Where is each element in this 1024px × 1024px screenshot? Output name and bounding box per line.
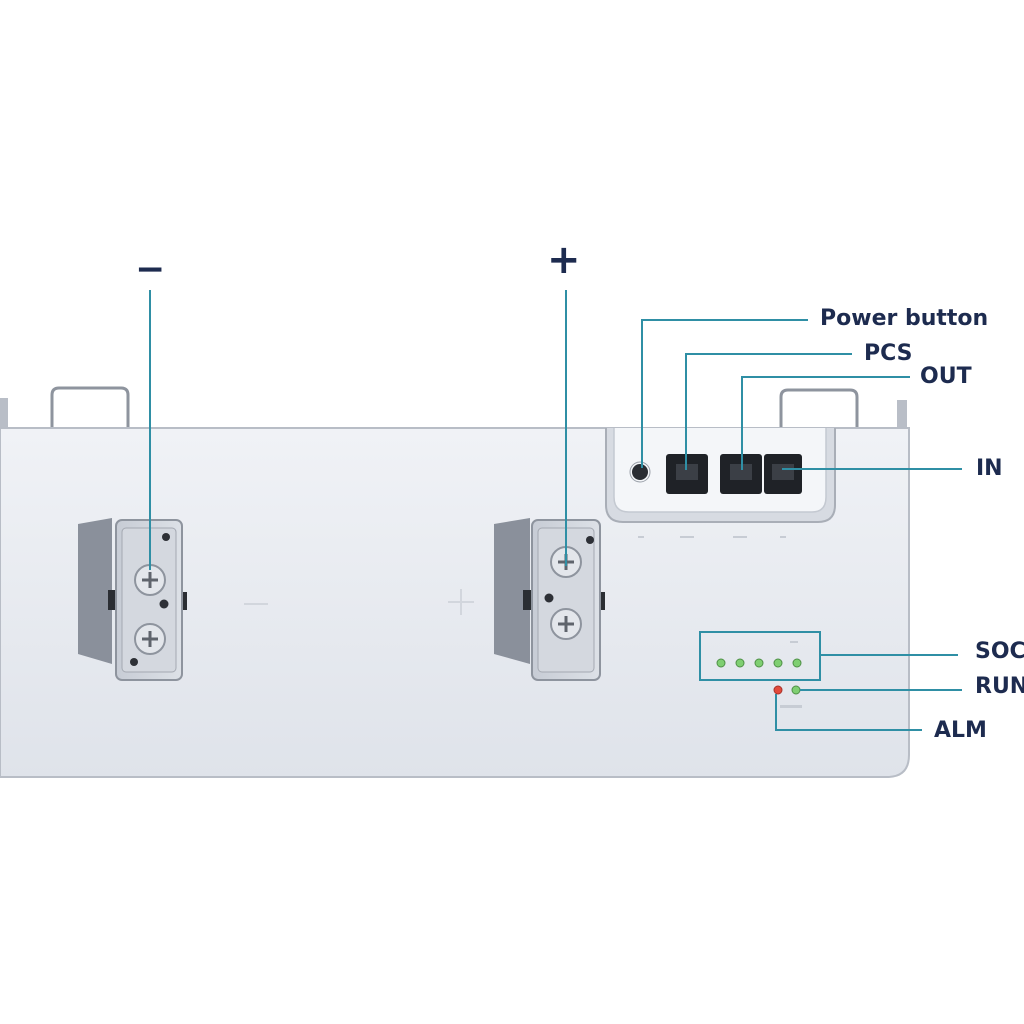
callout-lines <box>149 290 962 731</box>
in-port-jack <box>772 464 794 480</box>
power-button-ring <box>629 461 651 483</box>
port-panel <box>605 428 836 523</box>
soc-label: SOC <box>975 639 1024 664</box>
negative-terminal <box>78 518 187 681</box>
right-edge-tab <box>897 400 907 430</box>
port-silkscreen <box>638 536 786 538</box>
negative-terminal-clip <box>180 592 187 610</box>
negative-terminal-clip <box>108 590 116 610</box>
alm-callout-line <box>775 694 922 731</box>
silkscreen-mark <box>733 536 747 538</box>
screw-slot <box>142 572 158 588</box>
silkscreen-mark <box>780 536 786 538</box>
positive-terminal-clip <box>523 590 531 610</box>
pcs-port-jack <box>676 464 698 480</box>
power-button-callout-line <box>641 319 808 468</box>
soc-led <box>792 658 802 668</box>
soc-led <box>735 658 745 668</box>
power-button-label: Power button <box>820 306 989 331</box>
out-port-jack <box>730 464 752 480</box>
soc-led <box>773 658 783 668</box>
positive-terminal-symbol: + <box>547 237 581 283</box>
left-handle <box>50 386 130 428</box>
pcs-callout-line <box>685 353 852 470</box>
silkscreen-mark <box>638 536 644 538</box>
positive-terminal-shield <box>494 518 530 664</box>
screw-slot <box>142 631 158 647</box>
left-edge-tab <box>0 398 8 432</box>
power-button[interactable] <box>632 464 648 480</box>
positive-terminal <box>494 518 605 681</box>
soc-silkscreen <box>790 641 798 643</box>
out-callout-line <box>741 376 910 470</box>
positive-terminal-clip <box>598 592 605 610</box>
alm-led <box>773 685 783 695</box>
negative-terminal-symbol: − <box>135 249 166 290</box>
in-label: IN <box>976 456 1003 481</box>
embossed-plus-mark <box>448 589 474 615</box>
screw-slot <box>558 616 574 632</box>
positive-terminal-hole <box>544 593 554 603</box>
silkscreen-mark <box>680 536 694 538</box>
soc-leds <box>716 658 802 668</box>
negative-terminal-hole <box>130 658 138 666</box>
soc-led <box>754 658 764 668</box>
pcs-label: PCS <box>864 341 913 366</box>
run-led <box>791 685 801 695</box>
negative-terminal-shield <box>78 518 112 664</box>
positive-terminal-hole <box>586 536 594 544</box>
right-handle <box>779 388 859 428</box>
led-silkscreen <box>780 705 802 708</box>
negative-terminal-hole <box>162 533 170 541</box>
out-label: OUT <box>920 364 972 389</box>
alm-label: ALM <box>934 718 987 743</box>
soc-led <box>716 658 726 668</box>
run-label: RUN <box>975 674 1024 699</box>
negative-terminal-hole <box>159 599 169 609</box>
